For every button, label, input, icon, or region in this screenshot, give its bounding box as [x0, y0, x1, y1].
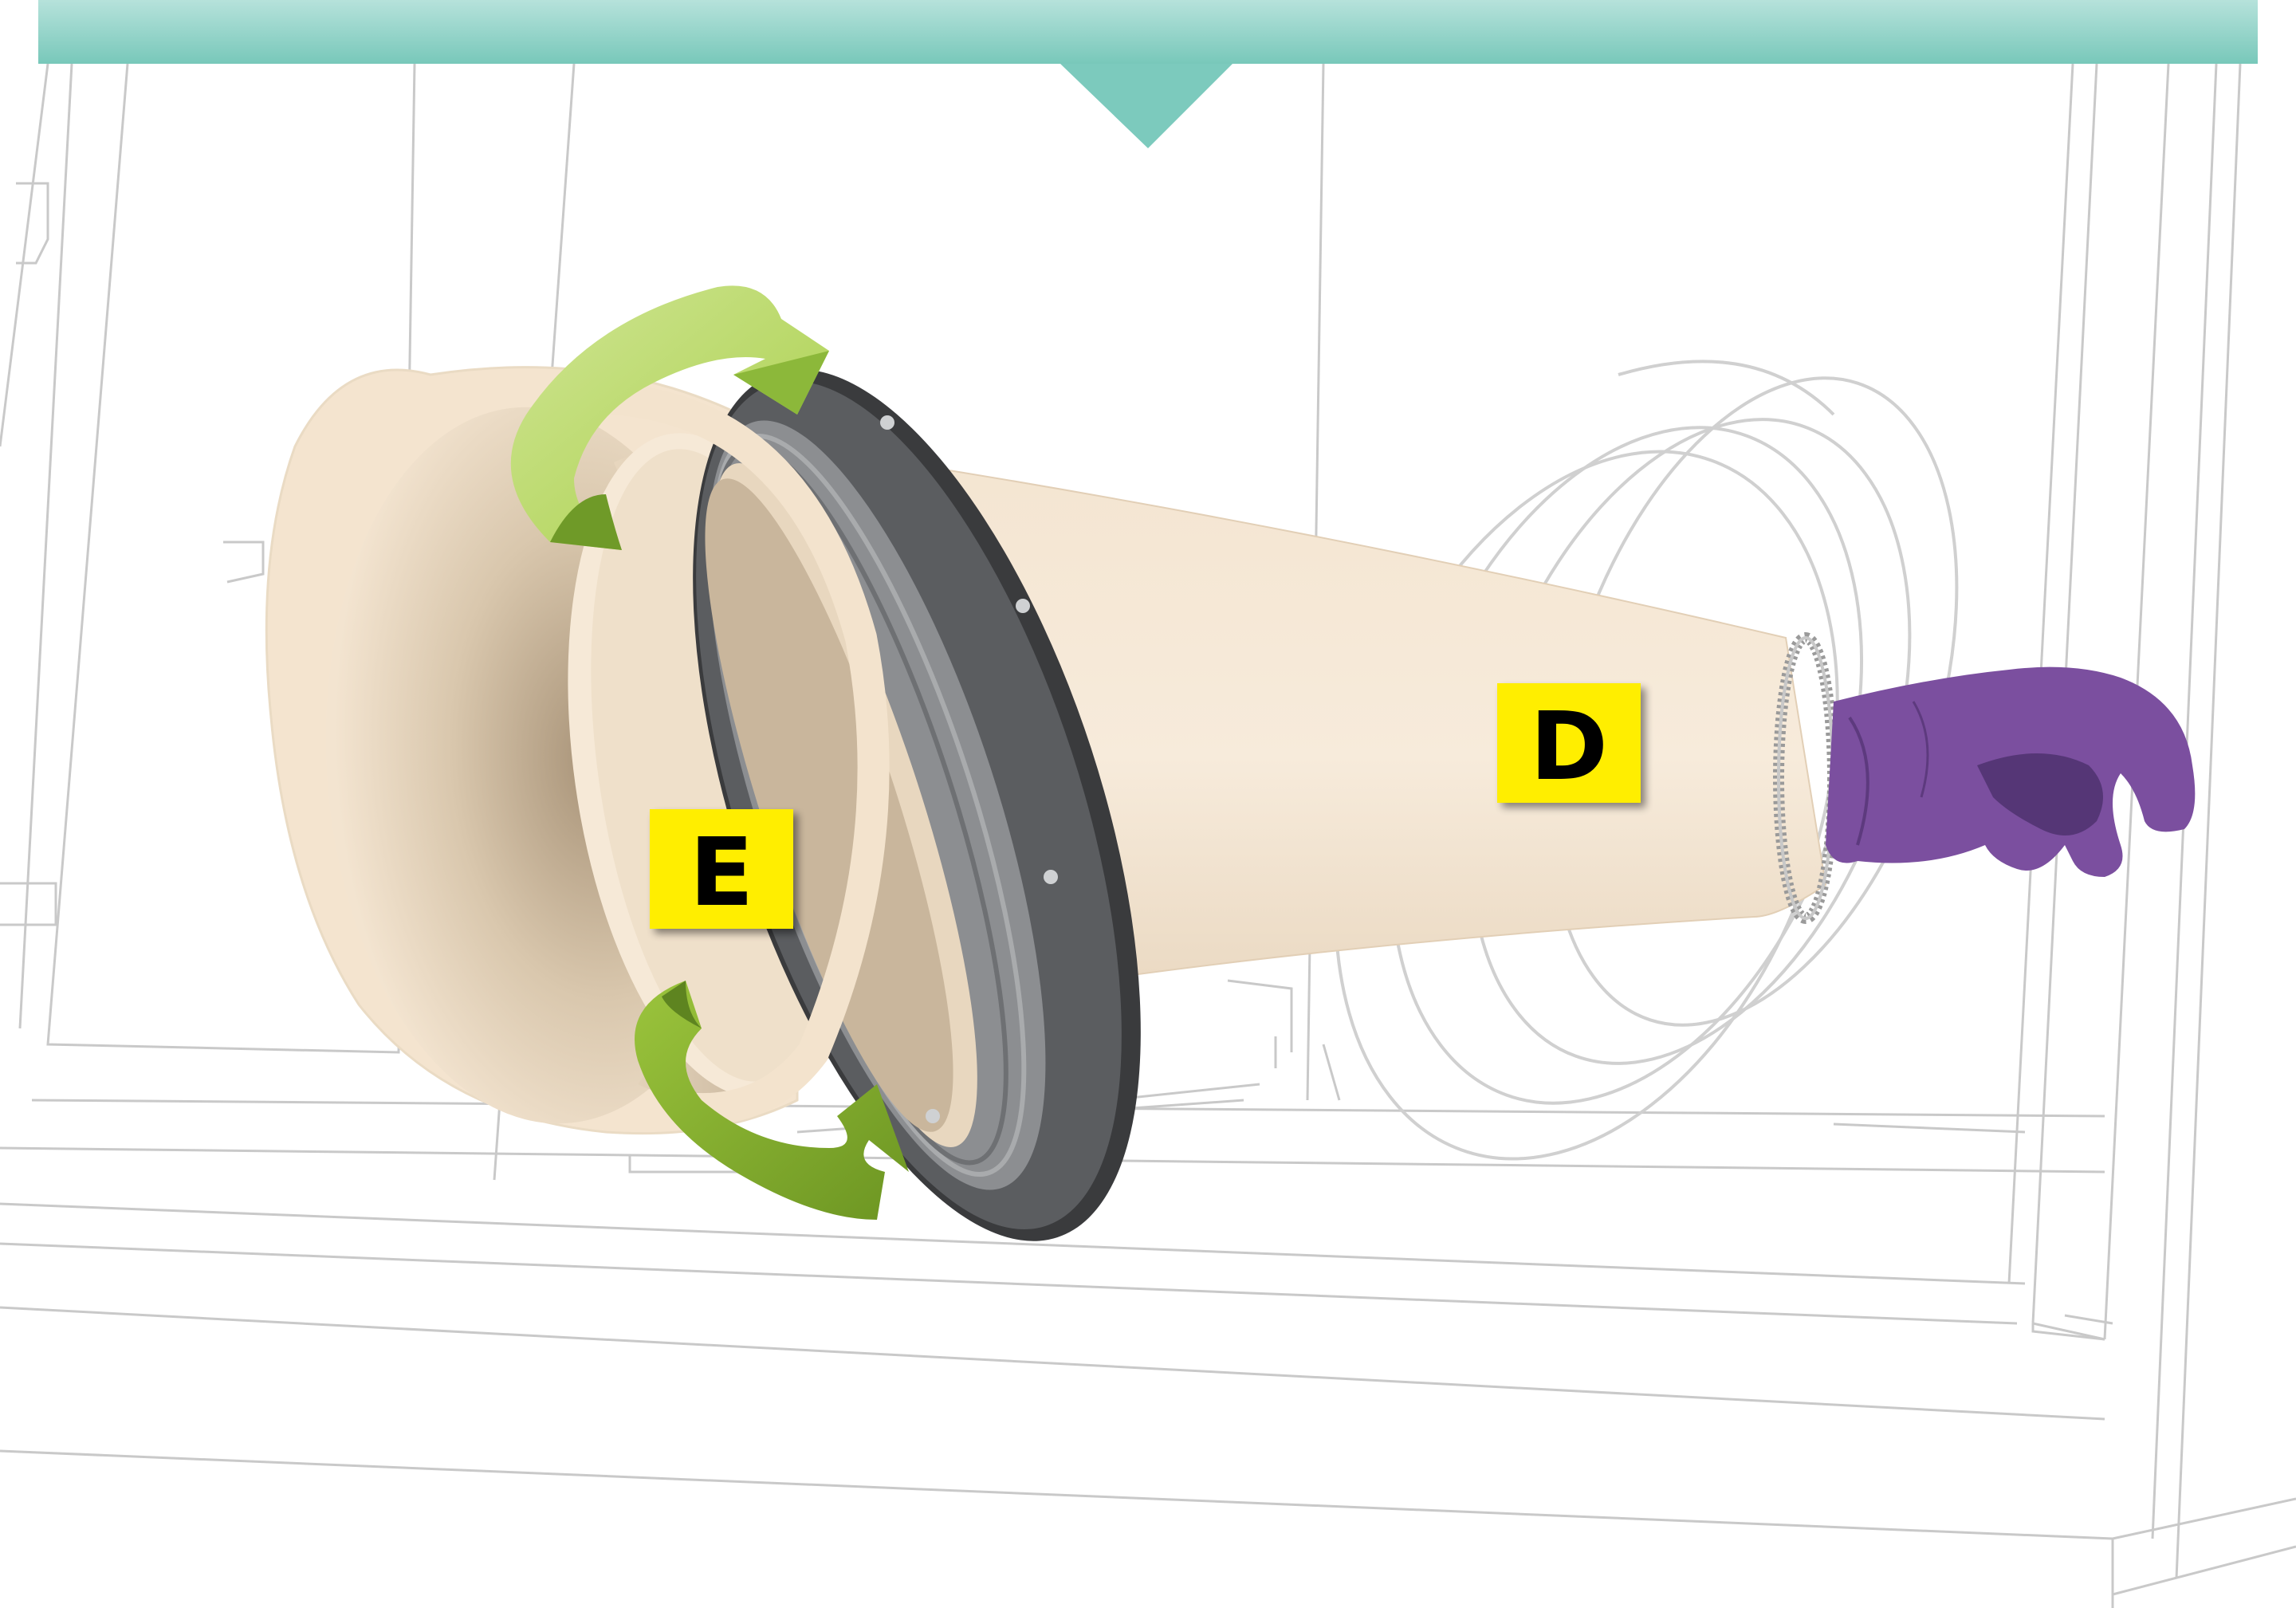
label-d: D	[1497, 683, 1641, 803]
label-e-text: E	[690, 817, 754, 927]
bolt	[1044, 870, 1058, 884]
bolt	[880, 415, 894, 430]
bolt	[926, 1109, 940, 1123]
purple-glove	[1826, 667, 2195, 877]
label-d-text: D	[1530, 691, 1608, 801]
header-pointer-triangle	[1060, 64, 1233, 148]
header-bar	[38, 0, 2258, 148]
label-e: E	[650, 809, 793, 929]
bolt	[1016, 599, 1030, 613]
